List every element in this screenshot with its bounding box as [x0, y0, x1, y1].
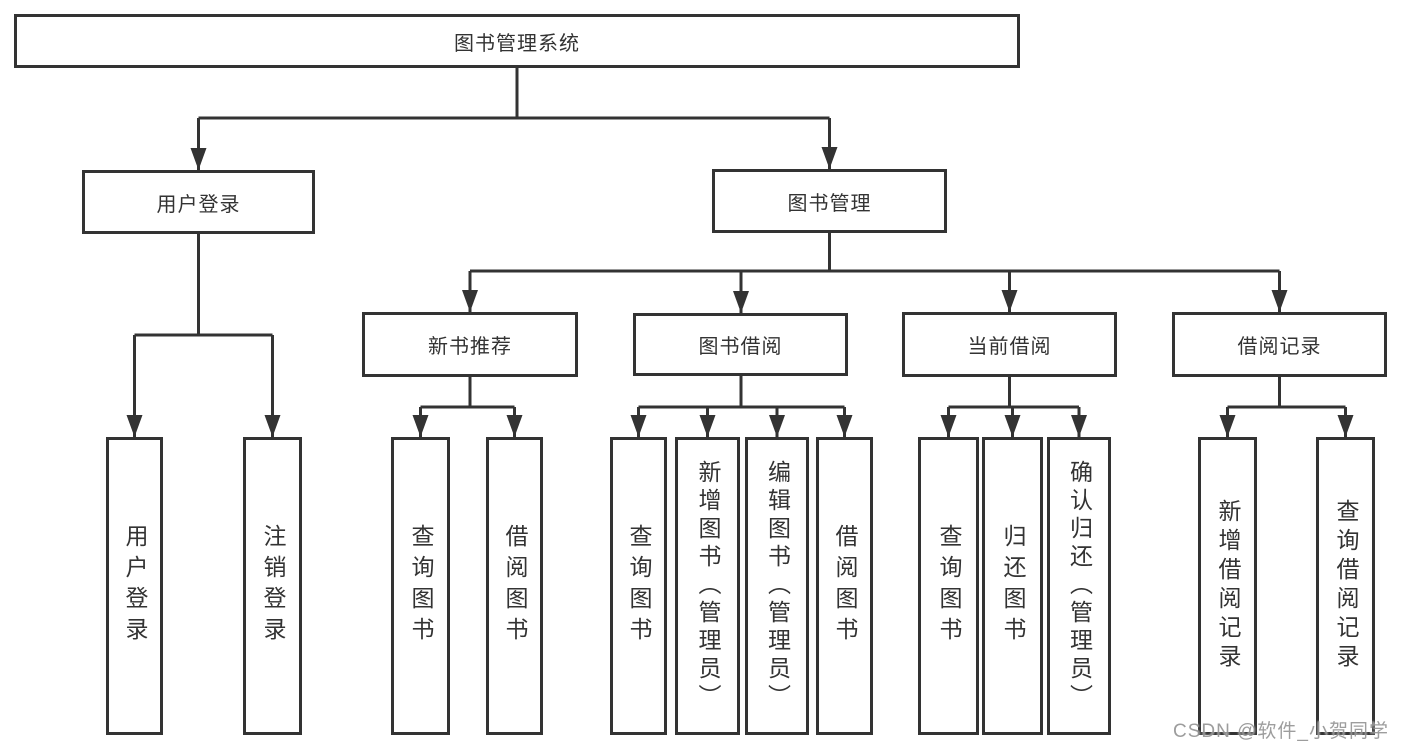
leaf-records-query-record-label: 查询借阅记录	[1333, 499, 1359, 673]
connector-arrows	[126, 118, 1354, 437]
leaf-current-return-books: 归还图书	[982, 437, 1043, 735]
node-user-login-label: 用户登录	[156, 193, 241, 216]
leaf-borrowing-query-books: 查询图书	[610, 437, 667, 735]
leaf-recommend-borrow-books-label: 借阅图书	[502, 524, 528, 648]
node-new-book-recommend: 新书推荐	[362, 312, 578, 377]
leaf-current-return-books-label: 归还图书	[1000, 524, 1026, 648]
leaf-recommend-query-books: 查询图书	[391, 437, 450, 735]
leaf-user-login-label: 用户登录	[122, 524, 148, 648]
node-new-book-recommend-label: 新书推荐	[428, 336, 512, 358]
leaf-borrowing-add-books-label: 新增图书（管理员）	[695, 460, 721, 712]
leaf-current-query-books: 查询图书	[918, 437, 979, 735]
csdn-watermark: CSDN @软件_小贺同学	[1173, 721, 1389, 742]
leaf-logout: 注销登录	[243, 437, 302, 735]
leaf-borrowing-query-books-label: 查询图书	[626, 524, 652, 648]
leaf-logout-label: 注销登录	[260, 524, 286, 648]
node-root-system-label: 图书管理系统	[454, 32, 580, 55]
leaf-records-query-record: 查询借阅记录	[1316, 437, 1375, 735]
node-root-system: 图书管理系统	[14, 14, 1020, 68]
leaf-borrowing-borrow-books-label: 借阅图书	[832, 524, 858, 648]
leaf-records-add-record-label: 新增借阅记录	[1215, 499, 1241, 673]
leaf-borrowing-edit-books: 编辑图书（管理员）	[745, 437, 809, 735]
leaf-records-add-record: 新增借阅记录	[1198, 437, 1257, 735]
node-book-borrowing: 图书借阅	[633, 313, 848, 376]
leaf-recommend-query-books-label: 查询图书	[408, 524, 434, 648]
leaf-borrowing-edit-books-label: 编辑图书（管理员）	[764, 460, 791, 712]
node-book-management: 图书管理	[712, 169, 947, 233]
node-current-borrowing-label: 当前借阅	[967, 336, 1052, 358]
leaf-current-confirm-return: 确认归还（管理员）	[1047, 437, 1111, 735]
node-borrowing-records-label: 借阅记录	[1237, 336, 1322, 358]
node-current-borrowing: 当前借阅	[902, 312, 1117, 377]
leaf-borrowing-add-books: 新增图书（管理员）	[675, 437, 740, 735]
node-book-management-label: 图书管理	[787, 192, 872, 215]
node-user-login: 用户登录	[82, 170, 315, 234]
leaf-recommend-borrow-books: 借阅图书	[486, 437, 543, 735]
leaf-user-login: 用户登录	[106, 437, 163, 735]
connector-trunks	[134, 68, 1346, 409]
node-borrowing-records: 借阅记录	[1172, 312, 1387, 377]
leaf-current-query-books-label: 查询图书	[936, 524, 962, 648]
leaf-current-confirm-return-label: 确认归还（管理员）	[1066, 460, 1093, 712]
leaf-borrowing-borrow-books: 借阅图书	[816, 437, 873, 735]
node-book-borrowing-label: 图书借阅	[698, 336, 783, 358]
